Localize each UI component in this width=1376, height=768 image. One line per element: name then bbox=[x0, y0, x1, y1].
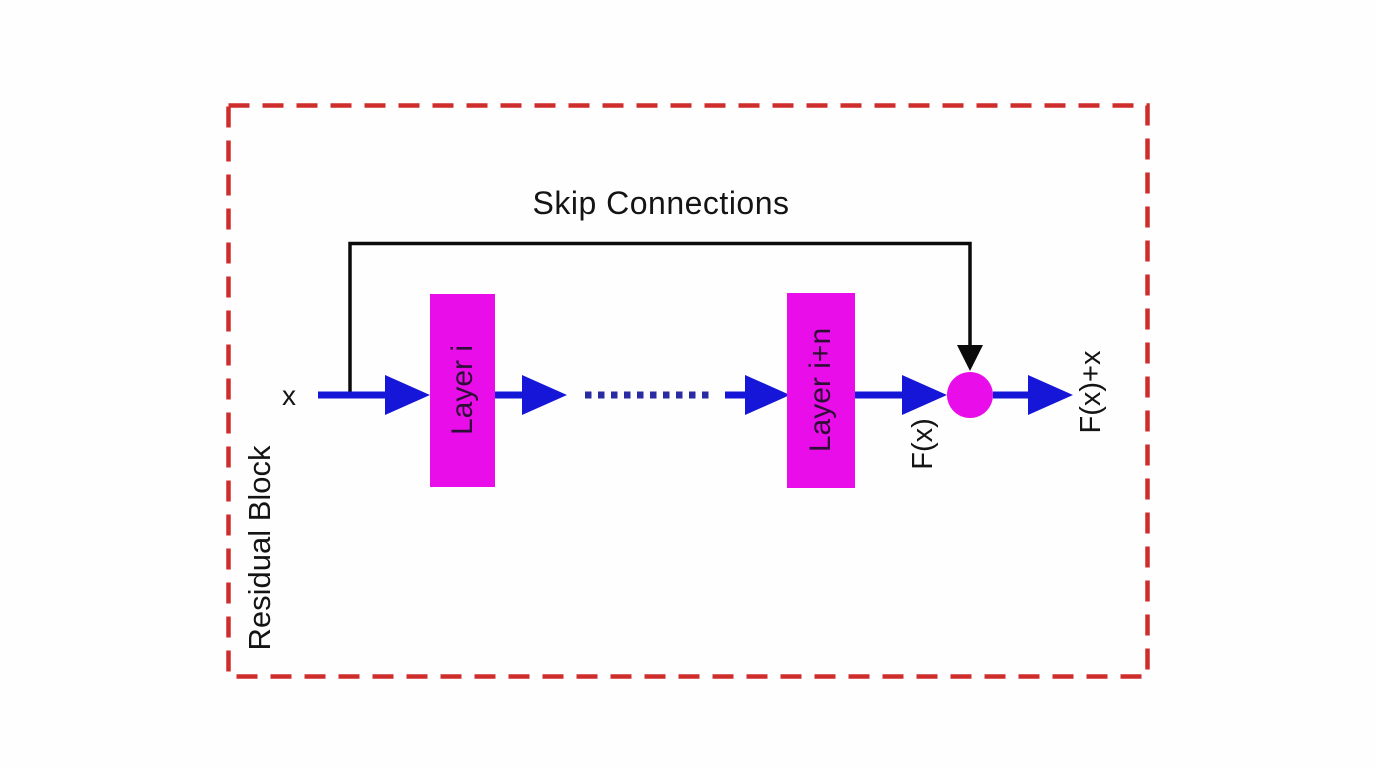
input-arrow bbox=[318, 375, 430, 415]
fx-label: F(x) bbox=[907, 418, 939, 470]
residual-block-label: Residual Block bbox=[242, 445, 277, 651]
residual-block-border bbox=[226, 103, 1150, 679]
addition-node bbox=[947, 372, 993, 418]
layer-in-input-arrow bbox=[725, 375, 790, 415]
layer-in-label: Layer i+n bbox=[804, 328, 837, 452]
layer-in-block bbox=[787, 293, 855, 488]
layer-i-output-arrowhead-icon bbox=[522, 375, 567, 415]
input-label: x bbox=[282, 380, 296, 411]
output-arrowhead-icon bbox=[1028, 375, 1073, 415]
fx-arrowhead-icon bbox=[902, 375, 947, 415]
input-arrowhead-icon bbox=[385, 375, 430, 415]
fx-arrow bbox=[855, 375, 947, 415]
output-arrow bbox=[993, 375, 1073, 415]
layer-i-block bbox=[430, 294, 495, 487]
layer-in-input-arrowhead-icon bbox=[745, 375, 790, 415]
skip-connection-line bbox=[348, 241, 972, 392]
output-label: F(x)+x bbox=[1075, 350, 1107, 433]
skip-connection-path bbox=[348, 241, 983, 392]
skip-arrowhead-down-icon bbox=[957, 345, 983, 371]
layer-i-output-arrow bbox=[495, 375, 567, 415]
layer-i-label: Layer i bbox=[446, 345, 479, 435]
skip-connections-title: Skip Connections bbox=[532, 185, 789, 221]
